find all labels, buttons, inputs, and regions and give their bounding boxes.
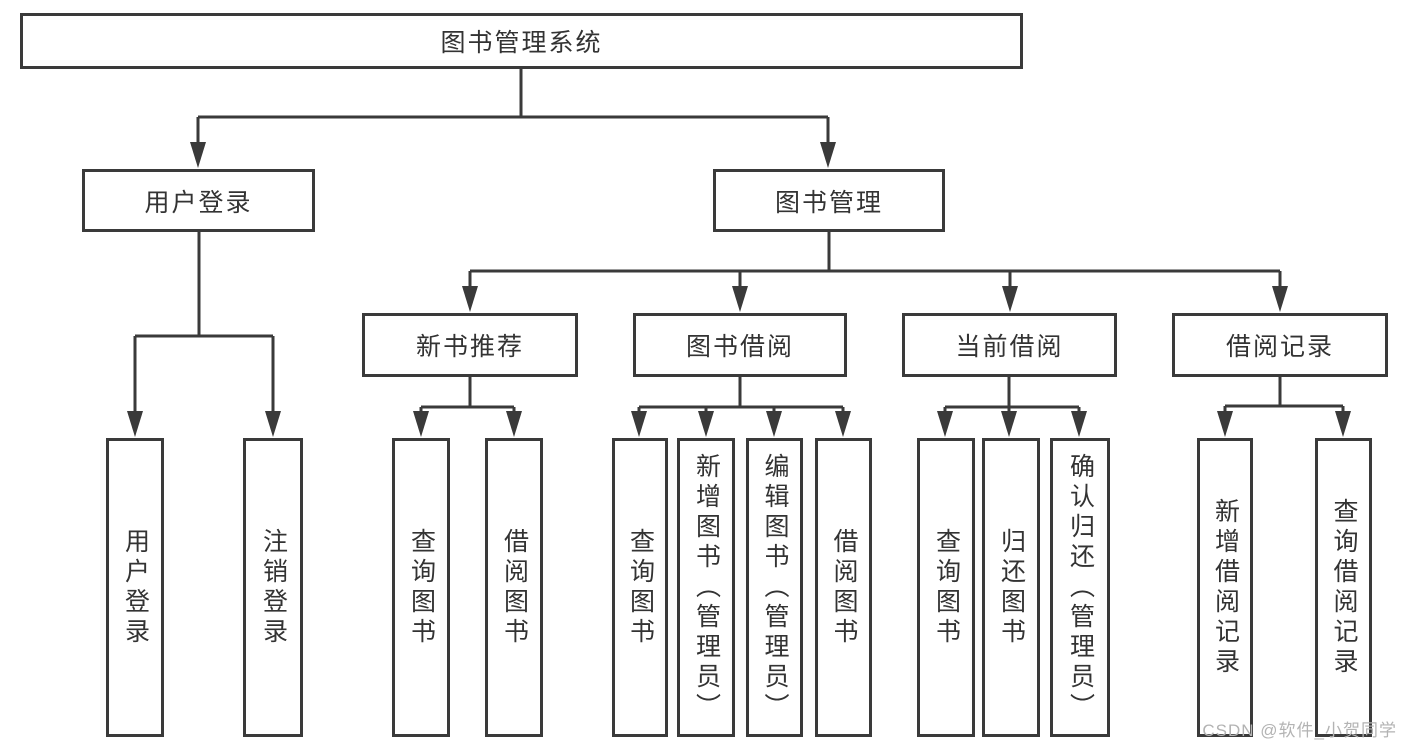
node-book-borrowing: 图书借阅 [633, 313, 847, 377]
arrowheads [127, 142, 1351, 437]
node-new-book-recommend: 新书推荐 [362, 313, 578, 377]
leaf-query-books-recommend: 查询图书 [392, 438, 450, 737]
leaf-borrow-books-recommend: 借阅图书 [485, 438, 543, 737]
leaf-query-borrow-record: 查询借阅记录 [1315, 438, 1372, 737]
node-user-login: 用户登录 [82, 169, 315, 232]
node-library-management-system: 图书管理系统 [20, 13, 1023, 69]
leaf-user-login: 用户登录 [106, 438, 164, 737]
leaf-query-books-current: 查询图书 [917, 438, 975, 737]
leaf-edit-book-admin: 编辑图书（管理员） [746, 438, 803, 737]
node-borrowing-records: 借阅记录 [1172, 313, 1388, 377]
leaf-add-book-admin: 新增图书（管理员） [677, 438, 735, 737]
leaf-confirm-return-admin: 确认归还（管理员） [1050, 438, 1110, 737]
leaf-borrow-books: 借阅图书 [815, 438, 872, 737]
node-current-borrowing: 当前借阅 [902, 313, 1117, 377]
leaf-logout: 注销登录 [243, 438, 303, 737]
leaf-return-books: 归还图书 [982, 438, 1040, 737]
leaf-add-borrow-record: 新增借阅记录 [1197, 438, 1253, 737]
node-book-management: 图书管理 [713, 169, 945, 232]
leaf-query-books-borrowing: 查询图书 [612, 438, 668, 737]
